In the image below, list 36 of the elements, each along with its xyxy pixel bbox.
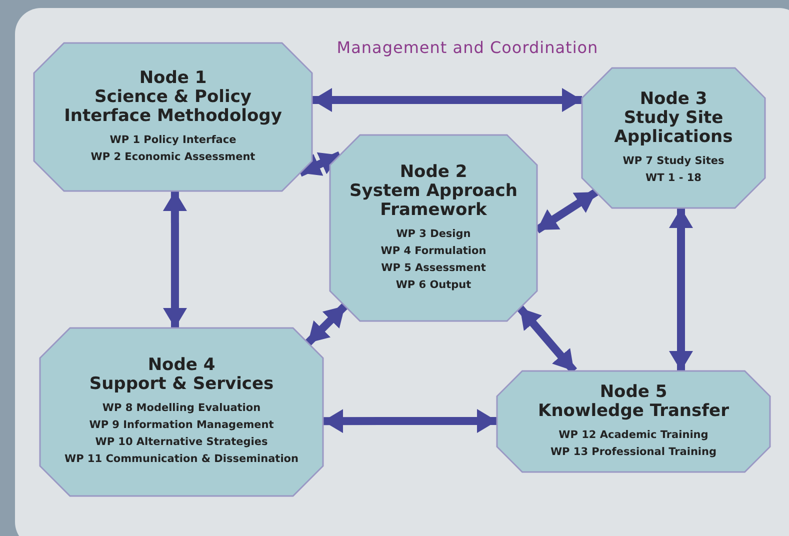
node-octagon (582, 68, 765, 208)
node-heading: Study Site Applications (613, 108, 734, 146)
double-arrow (312, 90, 582, 110)
node-octagon (34, 43, 312, 191)
double-arrow (671, 208, 691, 371)
work-package-text: WP 11 Communication & Dissemination (64, 452, 298, 467)
node-heading: Node 2 (400, 162, 468, 182)
node-octagon (40, 328, 323, 496)
work-package-text: WP 10 Alternative Strategies (95, 435, 268, 450)
node-heading: Node 1 (139, 68, 207, 88)
double-arrow (164, 191, 185, 328)
work-package-text: WP 1 Policy Interface (110, 132, 236, 148)
node-heading: Science & Policy Interface Methodology (63, 88, 283, 126)
node-octagon (330, 135, 537, 321)
diagram-title: Management and Coordination (336, 38, 600, 57)
node-heading: Node 5 (600, 382, 668, 402)
node-heading: Node 4 (148, 356, 216, 375)
node-heading: Support & Services (89, 375, 274, 394)
work-package-text: WP 13 Professional Training (550, 444, 717, 460)
node-octagon (497, 371, 770, 472)
work-package-text: WP 6 Output (396, 278, 472, 292)
work-package-text: WP 2 Economic Assessment (90, 150, 256, 164)
work-package-text: WP 3 Design (396, 226, 471, 242)
work-package-text: WP 9 Information Management (89, 418, 274, 433)
node-heading: Knowledge Transfer (538, 402, 729, 420)
work-package-text: WP 5 Assessment (381, 260, 486, 276)
work-package-text: WP 8 Modelling Evaluation (102, 401, 261, 416)
work-package-text: WP 12 Academic Training (558, 428, 708, 442)
double-arrow (298, 151, 342, 177)
work-package-text: WP 4 Formulation (380, 244, 486, 258)
work-package-text: WT 1 - 18 (646, 170, 702, 186)
double-arrow (323, 411, 497, 432)
node-heading: System Approach Framework (348, 182, 518, 220)
node-heading: Node 3 (640, 90, 708, 108)
work-package-text: WP 7 Study Sites (622, 154, 724, 168)
double-arrow (305, 303, 348, 346)
